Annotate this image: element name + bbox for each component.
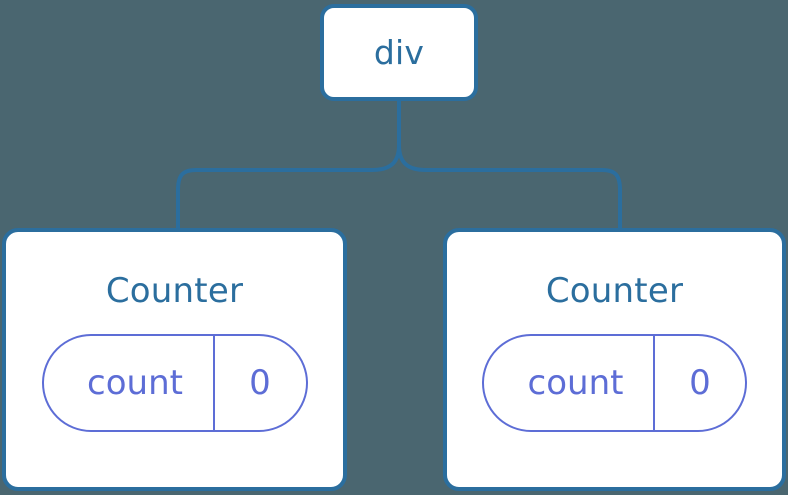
state-value-counter-1: 0 <box>249 363 271 403</box>
state-value-counter-2: 0 <box>689 363 711 403</box>
node-counter-2[interactable]: Counter count 0 <box>443 228 786 491</box>
node-div-label: div <box>373 33 425 72</box>
node-counter-2-label: Counter <box>545 271 684 311</box>
state-key-counter-1: count <box>44 336 215 430</box>
node-counter-1-label: Counter <box>105 271 244 311</box>
node-counter-1[interactable]: Counter count 0 <box>2 228 347 491</box>
state-pill-counter-2: count 0 <box>482 334 747 432</box>
state-pill-counter-1: count 0 <box>41 334 308 432</box>
state-key-counter-2: count <box>484 336 655 430</box>
node-div[interactable]: div <box>320 4 478 101</box>
